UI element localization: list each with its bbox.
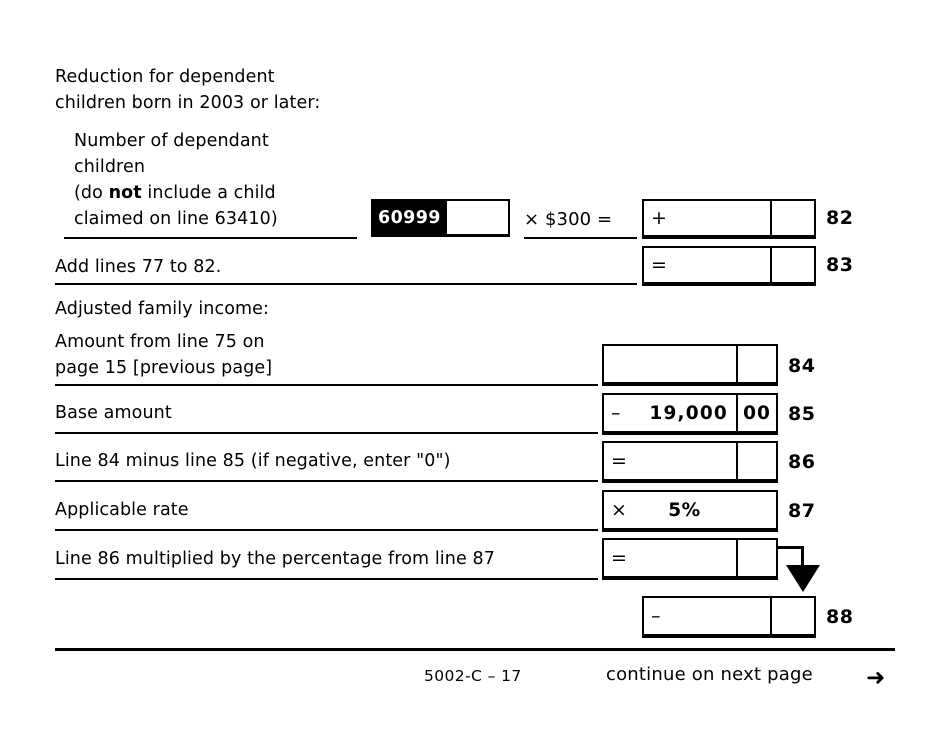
field-60999[interactable]: 60999 — [371, 199, 510, 237]
amount-85-dollars[interactable]: – 19,000 — [604, 395, 736, 431]
amount-83-dollars[interactable]: = — [644, 248, 770, 282]
operator-88: – — [651, 604, 661, 627]
amount-86-cents[interactable] — [736, 443, 776, 479]
value-87: 5% — [668, 499, 701, 521]
amount-82-cents[interactable] — [770, 201, 814, 235]
rule-83 — [55, 283, 637, 285]
dependant-children-label-line3: (do not include a child — [74, 180, 276, 206]
line-number-86: 86 — [788, 451, 816, 473]
rule-84 — [55, 384, 598, 386]
continue-text: continue on next page — [606, 664, 813, 685]
operator-86: = — [611, 449, 627, 472]
rule-85 — [55, 432, 598, 434]
amount-box-84[interactable] — [602, 344, 778, 386]
amount-box-85[interactable]: – 19,000 00 — [602, 393, 778, 435]
row-label-86: Line 84 minus line 85 (if negative, ente… — [55, 451, 451, 471]
field-60999-input[interactable] — [446, 201, 508, 234]
label-line3-post: include a child — [141, 183, 276, 203]
operator-85: – — [611, 401, 621, 424]
field-code-label: 60999 — [373, 201, 447, 234]
section-heading: Reduction for dependent children born in… — [55, 67, 321, 113]
operator-82: + — [651, 206, 667, 229]
amount-box-87[interactable]: × 5% — [602, 490, 778, 532]
row-label-88-source: Line 86 multiplied by the percentage fro… — [55, 549, 495, 569]
operator-87: × — [611, 498, 627, 521]
operator-88-source: = — [611, 546, 627, 569]
line-number-84: 84 — [788, 355, 816, 377]
row-label-84: Amount from line 75 on page 15 [previous… — [55, 332, 273, 378]
rule-multiplier — [524, 237, 637, 239]
rule-87 — [55, 529, 598, 531]
label-line3-pre: (do — [74, 183, 109, 203]
connector-horizontal — [776, 546, 804, 549]
connector-vertical — [801, 546, 804, 570]
line-number-82: 82 — [826, 207, 854, 229]
amount-83-cents[interactable] — [770, 248, 814, 282]
amount-box-86[interactable]: = — [602, 441, 778, 483]
footer-rule — [55, 648, 895, 651]
row-label-85: Base amount — [55, 403, 172, 423]
amount-88-dollars[interactable]: – — [644, 598, 770, 634]
dependant-children-label-line4: claimed on line 63410) — [74, 209, 278, 229]
multiplier-expression: × $300 = — [524, 209, 613, 230]
amount-87-dollars[interactable]: × 5% — [604, 492, 776, 528]
line-number-85: 85 — [788, 403, 816, 425]
row-label-83: Add lines 77 to 82. — [55, 257, 222, 277]
operator-83: = — [651, 253, 667, 276]
amount-88-cents[interactable] — [770, 598, 814, 634]
line-number-88: 88 — [826, 606, 854, 628]
form-code: 5002-C – 17 — [424, 667, 522, 685]
amount-box-88[interactable]: – — [642, 596, 816, 638]
amount-82-dollars[interactable]: + — [644, 201, 770, 235]
right-arrow-icon: ➜ — [866, 665, 886, 691]
rule-88-source — [55, 578, 598, 580]
amount-88-source-cents[interactable] — [736, 540, 776, 576]
down-arrow-icon — [786, 565, 820, 592]
amount-88-source-dollars[interactable]: = — [604, 540, 736, 576]
amount-box-83[interactable]: = — [642, 246, 816, 286]
line-number-83: 83 — [826, 254, 854, 276]
amount-84-dollars[interactable] — [604, 346, 736, 382]
dependant-children-label-line1: Number of dependant — [74, 131, 269, 151]
rule-dependant-children — [64, 237, 357, 239]
rule-86 — [55, 480, 598, 482]
amount-box-82[interactable]: + — [642, 199, 816, 239]
label-line3-emphasis: not — [108, 183, 142, 203]
amount-86-dollars[interactable]: = — [604, 443, 736, 479]
row-label-87: Applicable rate — [55, 500, 189, 520]
amount-box-88-source[interactable]: = — [602, 538, 778, 580]
value-85: 19,000 — [649, 402, 728, 424]
adjusted-family-income-heading: Adjusted family income: — [55, 299, 270, 319]
dependant-children-label-line2: children — [74, 157, 146, 177]
line-number-87: 87 — [788, 500, 816, 522]
cents-85: 00 — [743, 402, 771, 424]
amount-85-cents[interactable]: 00 — [736, 395, 776, 431]
amount-84-cents[interactable] — [736, 346, 776, 382]
